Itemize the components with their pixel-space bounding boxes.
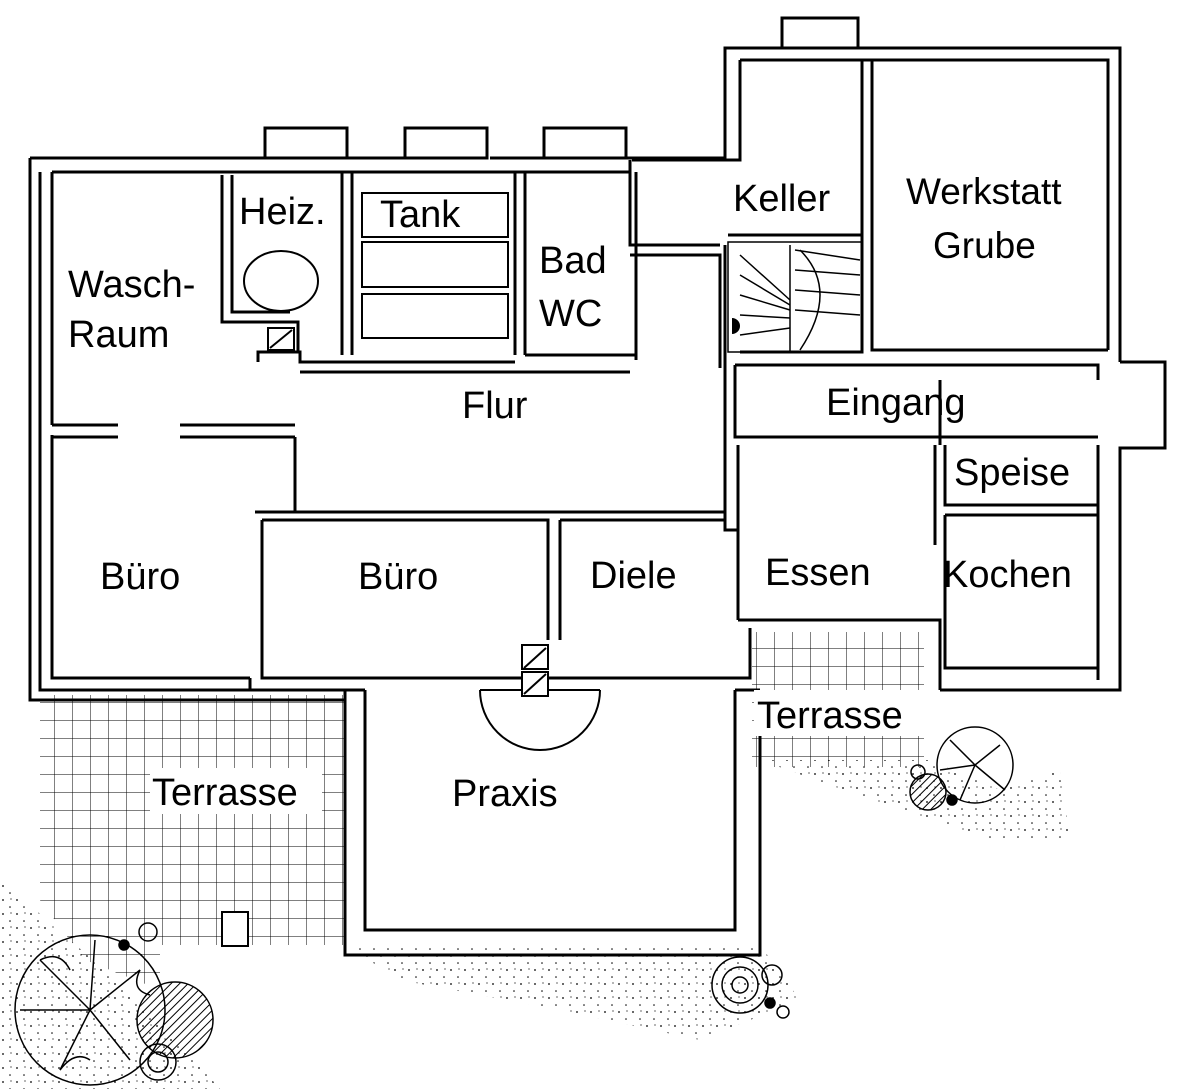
room-label-terrasse-left: Terrasse [152,772,298,814]
walls [28,16,1167,957]
room-label-terrasse-right: Terrasse [757,695,903,737]
room-label-bad: Bad [539,240,607,282]
tree-icon [909,726,1014,811]
door-swing [479,689,601,751]
room-label-eingang: Eingang [826,382,965,424]
stair-icon [727,241,863,353]
room-label-buero-left: Büro [100,556,180,598]
room-label-keller: Keller [733,178,830,220]
room-label-heiz: Heiz. [239,191,326,233]
tree-icon [14,922,214,1086]
room-label-essen: Essen [765,552,871,594]
room-label-wasch: Wasch- [68,264,195,306]
room-labels: Wasch- Raum Heiz. Tank Bad WC Keller Wer… [68,171,1072,815]
terrace-left-tiles [40,695,345,990]
room-label-speise: Speise [954,452,1070,494]
shrub-icon [711,956,790,1019]
room-label-tank: Tank [380,194,461,236]
room-label-wc: WC [539,293,602,335]
room-label-wasch-2: Raum [68,314,169,356]
chimney-icon [267,327,549,697]
room-label-flur: Flur [462,385,528,427]
room-label-diele: Diele [590,555,677,597]
room-label-praxis: Praxis [452,773,558,815]
room-label-kochen: Kochen [943,554,1072,596]
heating-boiler-icon [243,250,319,312]
room-label-grube: Grube [933,225,1036,266]
chimney-icon [221,911,249,947]
room-label-werkstatt: Werkstatt [906,171,1062,212]
room-label-buero-mid: Büro [358,556,438,598]
